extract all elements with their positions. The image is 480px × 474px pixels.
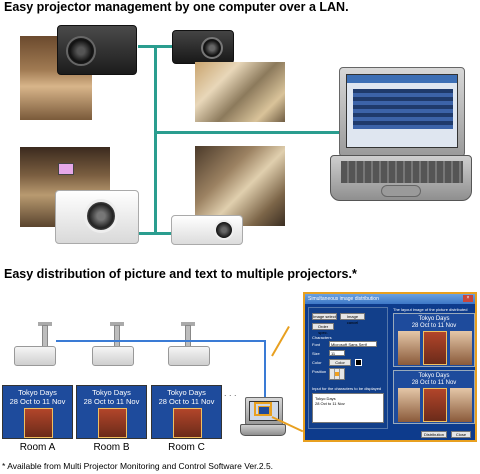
image-cancel-button[interactable]: Image cancel — [340, 313, 365, 325]
white-projector-image — [55, 190, 139, 244]
room-label-a: Room A — [19, 442, 56, 453]
classroom-photo — [195, 146, 285, 226]
order-spec-button[interactable]: Order spec. — [312, 323, 334, 335]
temple-photo — [98, 408, 127, 438]
layout-image-label: The layout image of the picture distribu… — [393, 307, 468, 312]
dialog-titlebar: Simultaneous image distribution — [305, 294, 475, 304]
small-white-projector-image — [171, 215, 243, 245]
laptop-top — [339, 67, 465, 157]
image-select-button[interactable]: Image select — [312, 313, 337, 320]
distribution-button[interactable]: Distribution — [421, 431, 447, 438]
font-label: Font — [312, 342, 321, 347]
callout-frame-small — [254, 402, 272, 416]
textarea-line1: Tokyo Days — [315, 396, 336, 401]
ceiling-projector-a — [14, 346, 56, 366]
room-screen-a: Tokyo Days 28 Oct to 11 Nov — [2, 385, 73, 439]
preview-line2: 28 Oct to 11 Nov — [411, 323, 457, 329]
size-label: Size — [312, 351, 320, 356]
size-select[interactable]: 11 — [329, 350, 345, 356]
callout-line-upper — [271, 326, 290, 357]
room-screen-c: Tokyo Days 28 Oct to 11 Nov — [151, 385, 222, 439]
temple-photo — [173, 408, 202, 438]
footnote: * Available from Multi Projector Monitor… — [2, 461, 274, 471]
color-swatch — [355, 359, 362, 366]
heading-lan-management: Easy projector management by one compute… — [4, 0, 349, 14]
lan-line-top-left — [138, 45, 174, 48]
preview-temple-photo — [423, 331, 447, 365]
compact-projector-image — [172, 30, 234, 64]
lan-line-trunk — [154, 45, 157, 235]
ceiling-mount-c — [185, 325, 191, 347]
network-line-horizontal — [56, 340, 266, 342]
input-characters-label: Input for the characters to be displayed — [312, 386, 382, 391]
preview-line1: Tokyo Days — [418, 373, 450, 379]
screen-line1: Tokyo Days — [167, 388, 206, 397]
laptop-keyboard-base — [330, 155, 472, 201]
ceiling-mount-top-a — [38, 322, 52, 326]
position-label: Position — [312, 369, 327, 374]
lan-line-bottom-left — [138, 232, 174, 235]
large-projector-image — [57, 25, 137, 75]
network-line-drop — [264, 340, 266, 400]
color-spec-button[interactable]: Color spec. — [329, 359, 351, 371]
position-grid[interactable] — [329, 368, 345, 380]
color-label: Color — [312, 360, 322, 365]
font-select[interactable]: Microsoft Sans Serif — [329, 341, 377, 347]
screen-line2: 28 Oct to 11 Nov — [83, 397, 140, 406]
students-photo — [195, 62, 285, 122]
ceiling-mount-top-b — [110, 322, 124, 326]
distribution-dialog: Simultaneous image distribution × Image … — [303, 292, 477, 442]
characters-textarea[interactable]: Tokyo Days 28 Oct to 11 Nov — [312, 393, 384, 423]
screen-line1: Tokyo Days — [18, 388, 57, 397]
ceiling-mount-b — [114, 325, 120, 347]
temple-photo — [24, 408, 53, 438]
laptop-screen — [346, 74, 458, 148]
close-button[interactable]: Close — [451, 431, 471, 438]
room-label-b: Room B — [93, 442, 130, 453]
ceiling-mount-a — [42, 325, 48, 347]
screen-line1: Tokyo Days — [92, 388, 131, 397]
dialog-close-icon[interactable]: × — [463, 295, 473, 302]
ceiling-mount-top-c — [181, 322, 195, 326]
dialog-controls-panel: Image select Image cancel Order spec. Ch… — [308, 307, 388, 429]
laptop-bottom-base — [240, 424, 286, 436]
textarea-line2: 28 Oct to 11 Nov — [315, 401, 345, 406]
screen-line2: 28 Oct to 11 Nov — [158, 397, 215, 406]
room-label-c: Room C — [168, 442, 205, 453]
preview-line1: Tokyo Days — [418, 316, 450, 322]
screen-line2: 28 Oct to 11 Nov — [9, 397, 66, 406]
ceiling-projector-b — [92, 346, 134, 366]
lan-line-to-laptop — [154, 131, 340, 134]
room-screen-b: Tokyo Days 28 Oct to 11 Nov — [76, 385, 147, 439]
heading-distribution: Easy distribution of picture and text to… — [4, 267, 357, 281]
more-rooms-ellipsis: . . . — [224, 388, 237, 398]
preview-line2: 28 Oct to 11 Nov — [411, 380, 457, 386]
layout-preview-1: Tokyo Days 28 Oct to 11 Nov — [393, 313, 475, 367]
ceiling-projector-c — [168, 346, 210, 366]
preview-temple-photo — [423, 388, 447, 422]
layout-preview-2: Tokyo Days 28 Oct to 11 Nov — [393, 370, 475, 424]
characters-section-label: Characters — [312, 335, 332, 340]
